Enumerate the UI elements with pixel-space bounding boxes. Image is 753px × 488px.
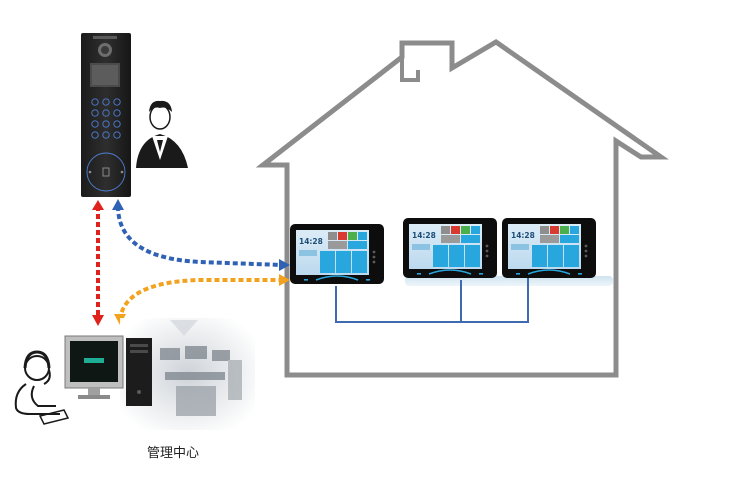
indoor-wiring: [335, 278, 529, 323]
chimney-detail: [400, 57, 420, 82]
link-door-to-monitor: [116, 205, 283, 267]
operator-icon: [14, 350, 70, 425]
arrow-blue-right: [279, 259, 290, 271]
indoor-monitor-3: [501, 217, 597, 279]
link-center-to-monitor: [118, 278, 282, 321]
monitor-1-clock: 14:28: [299, 237, 323, 246]
door-station-icon: [81, 33, 131, 197]
indoor-monitor-1: [289, 223, 385, 285]
arrow-blue-up: [112, 199, 124, 210]
monitor-shelf: [405, 276, 613, 286]
control-room-details: [160, 346, 242, 416]
arrow-orange-right: [279, 274, 290, 286]
monitor-clock-labels: 14:28 14:28 14:28: [299, 231, 535, 246]
arrow-red-up: [92, 200, 104, 210]
visitor-icon: [136, 100, 188, 168]
arrow-red-down: [92, 315, 104, 326]
bottom-whitespace: [0, 470, 753, 488]
monitor-2-clock: 14:28: [412, 231, 436, 240]
ceiling-light: [170, 320, 198, 336]
computer-icon: [64, 335, 152, 406]
monitor-3-clock: 14:28: [511, 231, 535, 240]
house-outline: [255, 39, 669, 378]
indoor-monitor-2: [402, 217, 498, 279]
management-center-label: 管理中心: [146, 446, 199, 461]
